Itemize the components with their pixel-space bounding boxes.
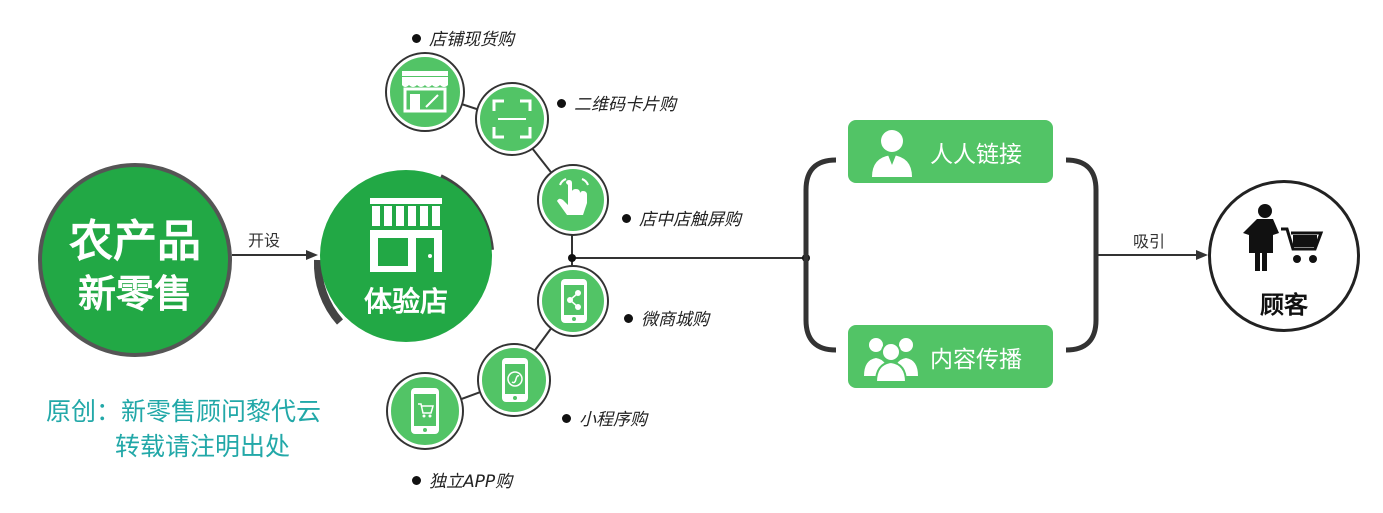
channel-label-touch: 店中店触屏购 [622, 205, 741, 230]
pill-content-spread: 内容传播 [848, 325, 1053, 388]
storefront-icon [402, 71, 448, 113]
source-title-line1: 农产品 [69, 216, 201, 267]
note-line2: 转载请注明出处 [115, 432, 291, 461]
bullet-dot [562, 413, 571, 423]
edge-label-attract: 吸引 [1133, 232, 1166, 251]
channel-app [388, 374, 462, 448]
shopper-cart-icon [1243, 204, 1324, 271]
bullet-dot [624, 313, 633, 323]
pill-label-bottom: 内容传播 [930, 346, 1022, 373]
channel-label-mall: 微商城购 [624, 305, 709, 330]
channel-label-text: 小程序购 [579, 410, 647, 430]
channel-touch [539, 166, 607, 234]
channel-label-text: 店中店触屏购 [639, 210, 741, 230]
source-node: 农产品 新零售 [38, 163, 232, 357]
pill-people-connect: 人人链接 [848, 120, 1053, 183]
edge-label-open: 开设 [248, 231, 281, 250]
channel-label-mini: 小程序购 [562, 405, 647, 430]
customer-label: 顾客 [1260, 291, 1308, 319]
pill-label-top: 人人链接 [930, 141, 1022, 168]
note-line1: 原创：新零售顾问黎代云 [46, 397, 322, 426]
channel-label-text: 二维码卡片购 [574, 95, 676, 115]
touch-hand-icon [557, 178, 589, 215]
customer-node: 顾客 [1208, 180, 1360, 332]
store-building-icon [370, 198, 442, 272]
channel-label-text: 独立APP购 [429, 472, 513, 492]
bullet-dot [557, 98, 566, 108]
phone-miniprogram-icon [502, 358, 528, 402]
store-node: 体验店 [320, 170, 492, 342]
channel-label-text: 店铺现货购 [429, 30, 514, 50]
bullet-dot [622, 213, 631, 223]
channel-mall [539, 267, 607, 335]
people-group-icon [864, 338, 918, 382]
phone-cart-icon [411, 388, 439, 434]
channel-label-text: 微商城购 [641, 310, 709, 330]
channel-label-qr: 二维码卡片购 [557, 90, 676, 115]
store-label: 体验店 [363, 285, 448, 318]
channel-label-shop: 店铺现货购 [412, 25, 514, 50]
channel-mini [479, 345, 549, 415]
qr-scan-icon [492, 99, 532, 139]
person-icon [872, 130, 912, 177]
phone-share-icon [561, 279, 587, 323]
bullet-dot [412, 475, 421, 485]
channel-shop [387, 54, 463, 130]
source-title-line2: 新零售 [77, 272, 192, 316]
channel-qr [477, 84, 547, 154]
channel-label-app: 独立APP购 [412, 467, 512, 492]
bullet-dot [412, 33, 421, 43]
